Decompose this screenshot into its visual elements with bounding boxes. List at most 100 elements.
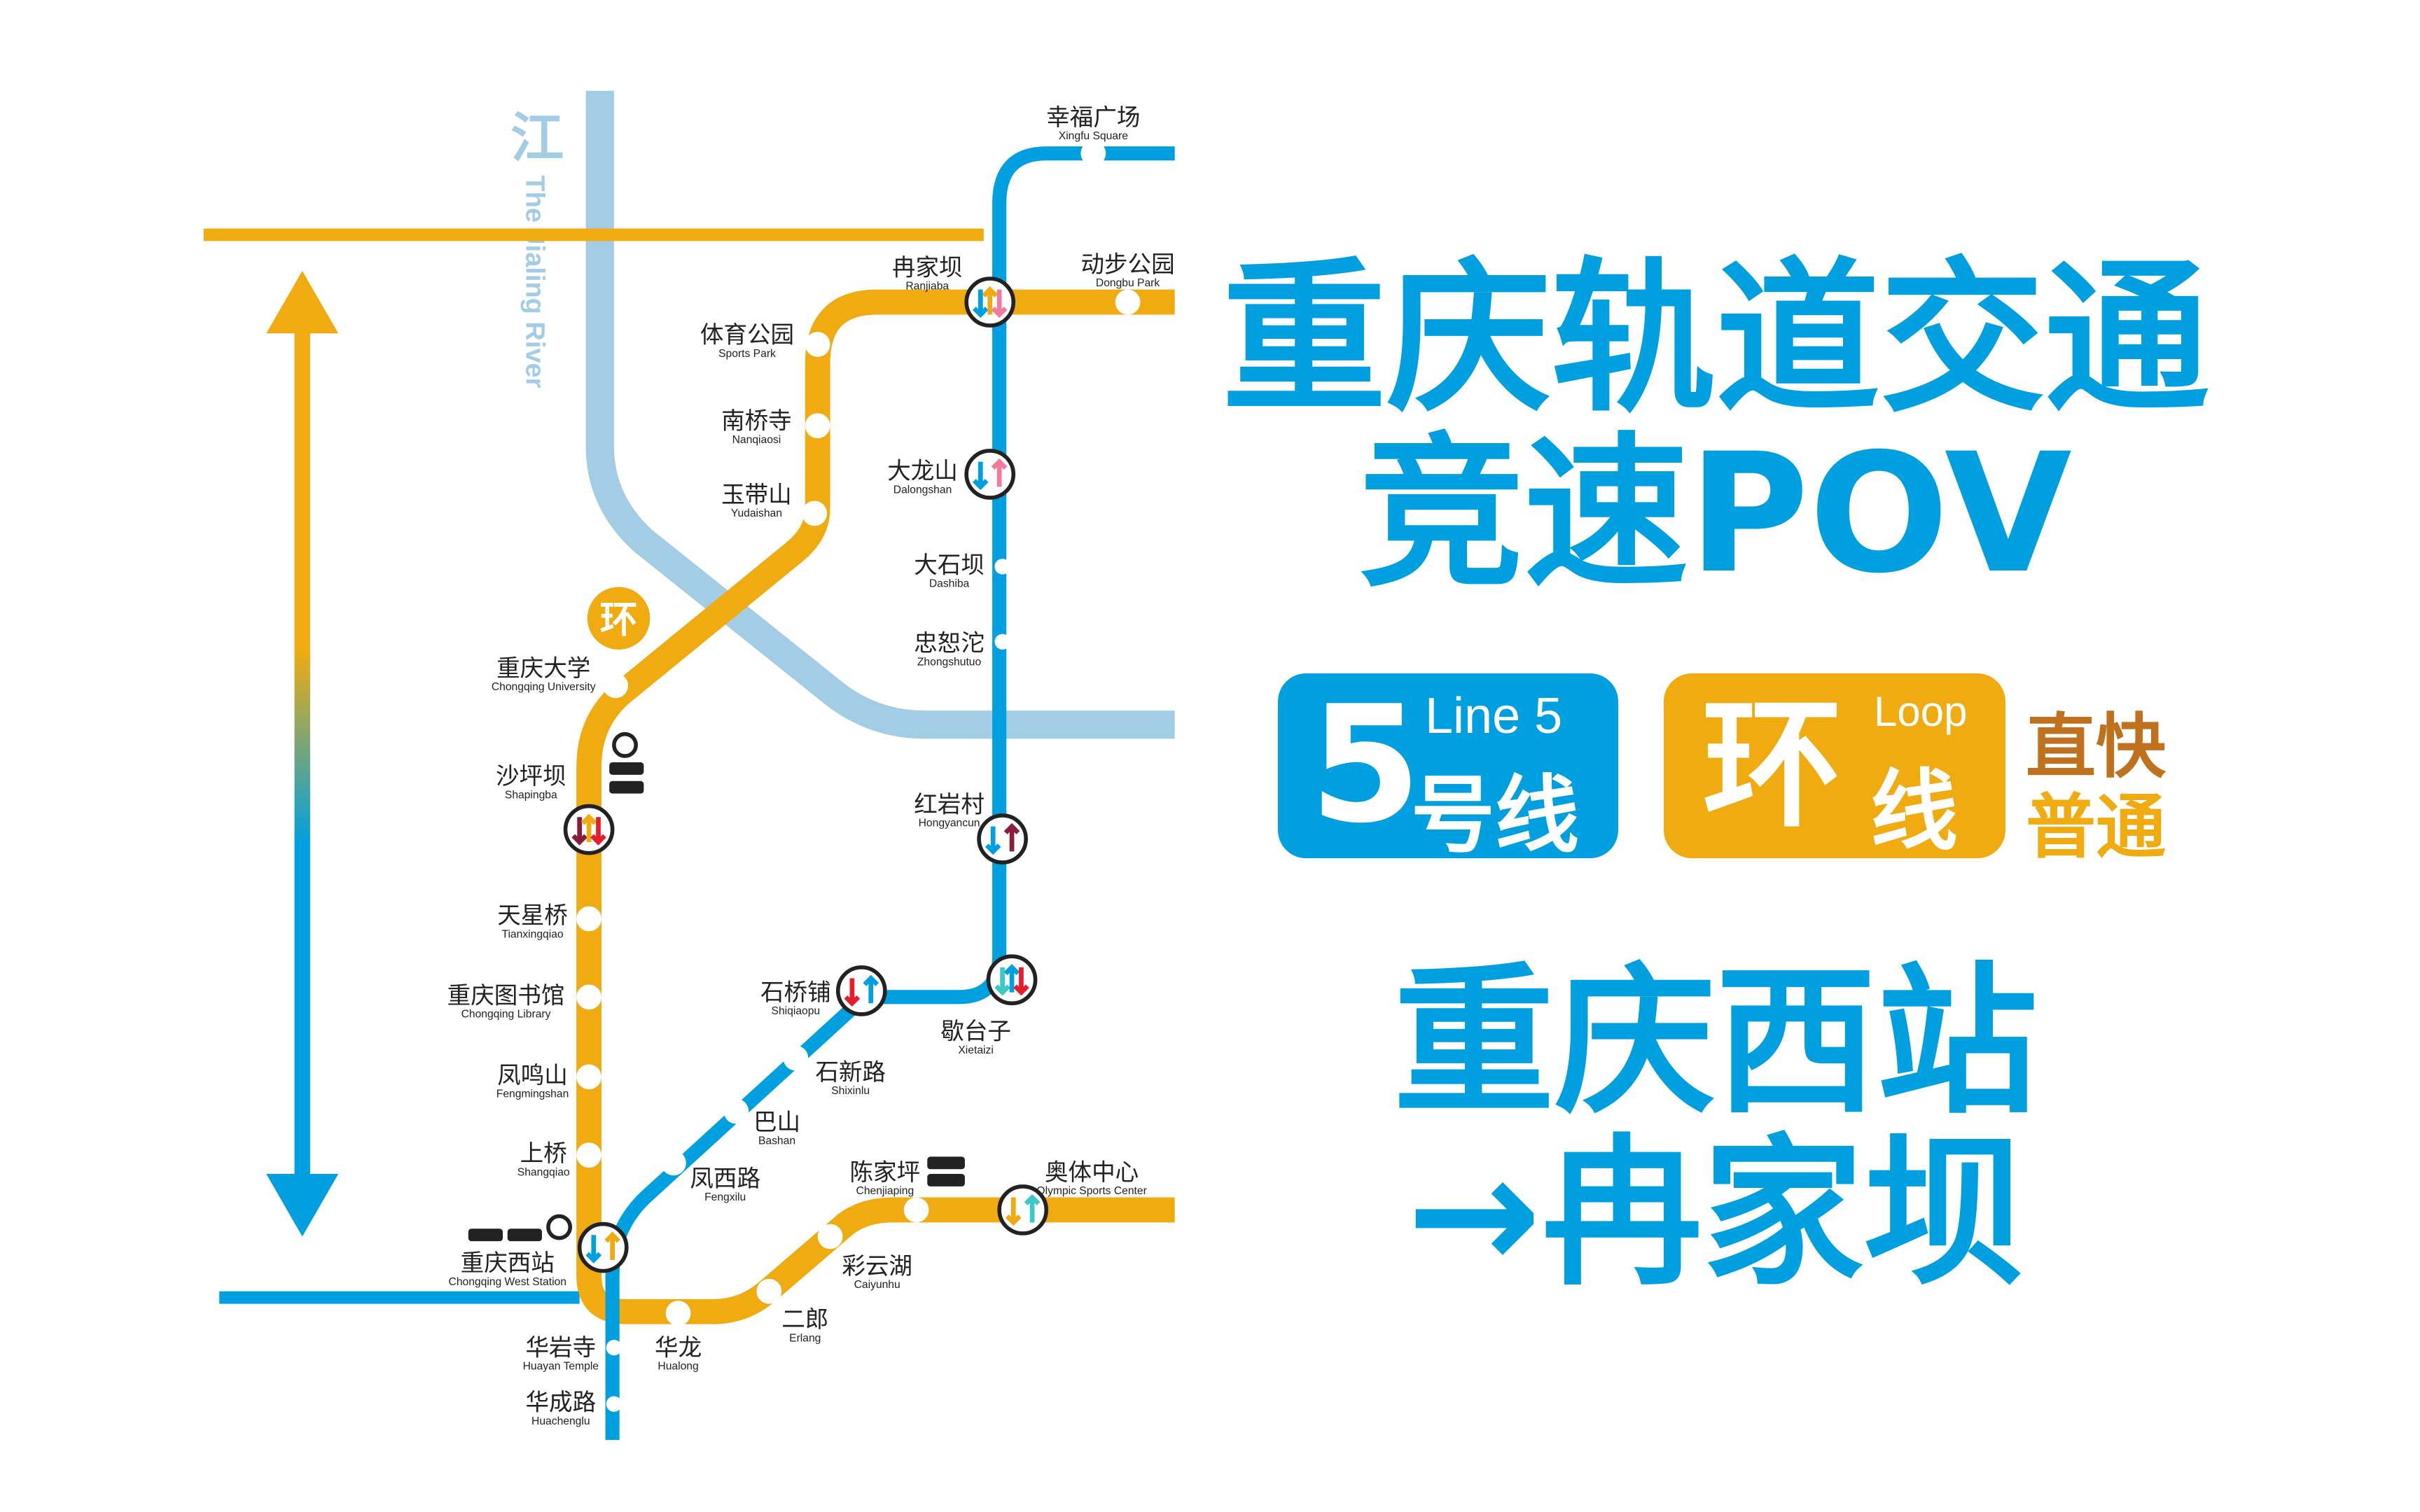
- arrow-up-icon: [982, 286, 999, 315]
- station-name-cn: 幸福广场: [1046, 104, 1140, 131]
- station-name-en: Tianxingqiao: [501, 928, 563, 940]
- arrow-down-icon: [985, 826, 1001, 855]
- station-name-cn: 红岩村: [914, 791, 985, 818]
- station-dot: [994, 559, 1010, 575]
- station-dot: [1115, 289, 1141, 315]
- station-name-en: Bashan: [758, 1135, 795, 1147]
- route-from: 重庆西站: [1393, 949, 2038, 1136]
- arrow-up-icon: [1024, 1194, 1041, 1223]
- arrow-up-icon: [1003, 964, 1020, 993]
- station-name-en: Xietaizi: [958, 1044, 993, 1056]
- station-dot: [805, 332, 830, 357]
- station-name-cn: 华成路: [526, 1389, 597, 1416]
- station-name-en: Chenjiaping: [856, 1185, 915, 1197]
- station-dot: [603, 673, 628, 699]
- station-name-en: Shangqiao: [517, 1166, 570, 1178]
- loop-cn: 线: [1870, 761, 1958, 862]
- station-name-en: Fengmingshan: [496, 1088, 569, 1100]
- railway-bus-icon-shapingba: [609, 732, 644, 794]
- station-name-cn: 彩云湖: [842, 1252, 912, 1280]
- arrow-down-icon: [590, 817, 606, 846]
- station-name-en: Nanqiaosi: [732, 434, 781, 446]
- station-dot: [576, 906, 601, 932]
- station-dot: [606, 1396, 623, 1412]
- station-name-en: Sports Park: [718, 348, 776, 360]
- service-express: 直快: [2026, 706, 2166, 788]
- station-name-en: Hongyancun: [919, 818, 980, 830]
- title-line1: 重庆轨道交通: [1222, 244, 2209, 435]
- arrow-up-icon: [604, 1231, 620, 1260]
- river-label-cn: 江: [510, 107, 564, 169]
- station-name-en: Fengxilu: [704, 1191, 746, 1203]
- station-name-en: Shixinlu: [831, 1085, 870, 1097]
- direction-arrow-shaft: [294, 321, 310, 1190]
- station-dot: [783, 1045, 809, 1071]
- station-name-cn: 奥体中心: [1045, 1158, 1139, 1186]
- loop-en: Loop: [1874, 688, 1968, 735]
- route-to: →冉家坝: [1406, 1121, 2025, 1308]
- arrow-down-icon: [991, 289, 1008, 318]
- loop-map-badge-text: 环: [600, 597, 638, 641]
- station-name-cn: 石新路: [815, 1058, 886, 1086]
- progress-line-bottom: [219, 1291, 580, 1304]
- station-dot: [756, 1278, 782, 1304]
- station-name-en: Zhongshutuo: [917, 656, 982, 668]
- line5-number: 5: [1309, 672, 1422, 859]
- loop-cn-big: 环: [1702, 684, 1843, 847]
- progress-line-top: [203, 228, 984, 241]
- station-name-en: Chongqing University: [492, 681, 596, 693]
- arrow-down-icon: [972, 289, 989, 318]
- station-name-en: Shapingba: [505, 789, 557, 801]
- station-name-cn: 重庆图书馆: [447, 981, 565, 1009]
- station-dot: [665, 1301, 691, 1326]
- arrow-up-head: [266, 270, 339, 334]
- arrow-up-icon: [863, 974, 879, 1004]
- station-name-cn: 大石坝: [914, 551, 985, 578]
- station-name-en: Yudaishan: [731, 507, 782, 519]
- station-name-cn: 玉带山: [721, 481, 792, 508]
- station-name-cn: 大龙山: [887, 457, 958, 484]
- station-name-en: Dalongshan: [893, 484, 952, 496]
- station-dot: [576, 984, 601, 1010]
- station-name-cn: 歇台子: [940, 1018, 1011, 1045]
- station-name-en: Huachenglu: [531, 1415, 590, 1427]
- arrow-down-head: [266, 1174, 339, 1237]
- station-dot: [606, 1340, 623, 1356]
- station-name-en: Chongqing Library: [461, 1008, 551, 1020]
- transfer-icon: [964, 449, 1016, 500]
- station-name-cn: 石桥铺: [760, 979, 831, 1006]
- station-name-en: Dongbu Park: [1096, 277, 1160, 289]
- station-name-cn: 体育公园: [700, 321, 794, 349]
- station-dot: [576, 1064, 601, 1090]
- arrow-down-icon: [1005, 1197, 1022, 1226]
